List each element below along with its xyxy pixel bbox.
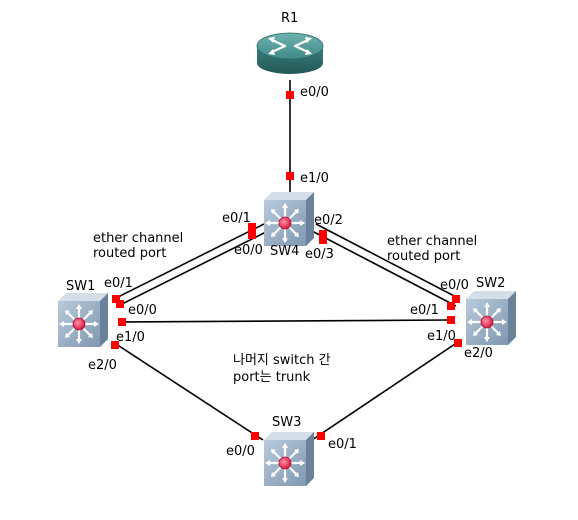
switch-sw2[interactable] — [464, 291, 516, 345]
port-label-sw2-e20: e2/0 — [464, 346, 493, 361]
port-label-sw3-e01: e0/1 — [328, 437, 357, 452]
port-marker-sw4-e01 — [248, 223, 256, 231]
port-label-sw1-e01: e0/1 — [104, 276, 133, 291]
note-right-etherchannel-line1: ether channel — [387, 234, 477, 249]
port-marker-sw1-e10 — [118, 318, 126, 326]
port-label-r1-e00: e0/0 — [300, 85, 329, 100]
port-label-sw4-e01: e0/1 — [222, 211, 251, 226]
port-marker-sw3-e01 — [317, 432, 325, 440]
port-label-sw1-e10: e1/0 — [116, 330, 145, 345]
link-sw4-sw2-etherchannel[interactable] — [311, 223, 461, 307]
port-marker-sw2-e01 — [447, 302, 455, 310]
link-sw4-sw1-etherchannel[interactable] — [113, 223, 269, 307]
port-marker-sw1-e20 — [111, 341, 119, 349]
note-right-etherchannel-line2: routed port — [387, 249, 460, 264]
switch-sw1[interactable] — [56, 293, 108, 347]
port-marker-sw4-e02 — [319, 230, 327, 238]
port-label-sw2-e01: e0/1 — [410, 303, 439, 318]
port-label-sw1-e20: e2/0 — [88, 358, 117, 373]
link-sw1-sw2[interactable] — [121, 319, 451, 323]
label-sw1: SW1 — [66, 279, 95, 294]
label-sw3: SW3 — [272, 415, 301, 430]
note-trunk-line1: 나머지 switch 간 — [233, 353, 331, 368]
note-left-etherchannel-line1: ether channel — [93, 231, 183, 246]
links — [113, 80, 461, 441]
switch-sw3[interactable] — [262, 432, 314, 486]
port-marker-sw2-e10 — [447, 316, 455, 324]
port-label-sw2-e00: e0/0 — [440, 278, 469, 293]
port-label-sw4-e03: e0/3 — [305, 247, 334, 262]
port-marker-sw1-e01 — [112, 295, 120, 303]
port-label-sw1-e00: e0/0 — [128, 303, 157, 318]
port-markers — [111, 91, 462, 440]
port-marker-r1-e00 — [286, 91, 294, 99]
port-marker-sw1-e00 — [116, 300, 124, 308]
switch-sw4[interactable] — [262, 192, 314, 246]
port-marker-sw4-e03 — [319, 236, 327, 244]
link-sw2-sw3[interactable] — [311, 341, 459, 441]
port-marker-sw3-e00 — [251, 432, 259, 440]
label-sw4: SW4 — [270, 244, 299, 259]
router-r1[interactable] — [256, 32, 324, 74]
port-marker-sw2-e20 — [454, 339, 462, 347]
port-marker-sw4-e10 — [286, 172, 294, 180]
router-arrows-icon — [268, 37, 312, 55]
link-sw1-sw3[interactable] — [115, 343, 264, 441]
port-label-sw4-e10: e1/0 — [300, 171, 329, 186]
port-label-sw2-e10: e1/0 — [427, 329, 456, 344]
note-trunk-line2: port는 trunk — [233, 370, 311, 385]
port-label-sw3-e00: e0/0 — [226, 444, 255, 459]
label-r1: R1 — [281, 11, 298, 26]
label-sw2: SW2 — [476, 276, 505, 291]
port-label-sw4-e00: e0/0 — [234, 243, 263, 258]
note-left-etherchannel-line2: routed port — [93, 246, 166, 261]
port-marker-sw4-e00 — [248, 231, 256, 239]
port-label-sw4-e02: e0/2 — [314, 213, 343, 228]
port-marker-sw2-e00 — [452, 295, 460, 303]
